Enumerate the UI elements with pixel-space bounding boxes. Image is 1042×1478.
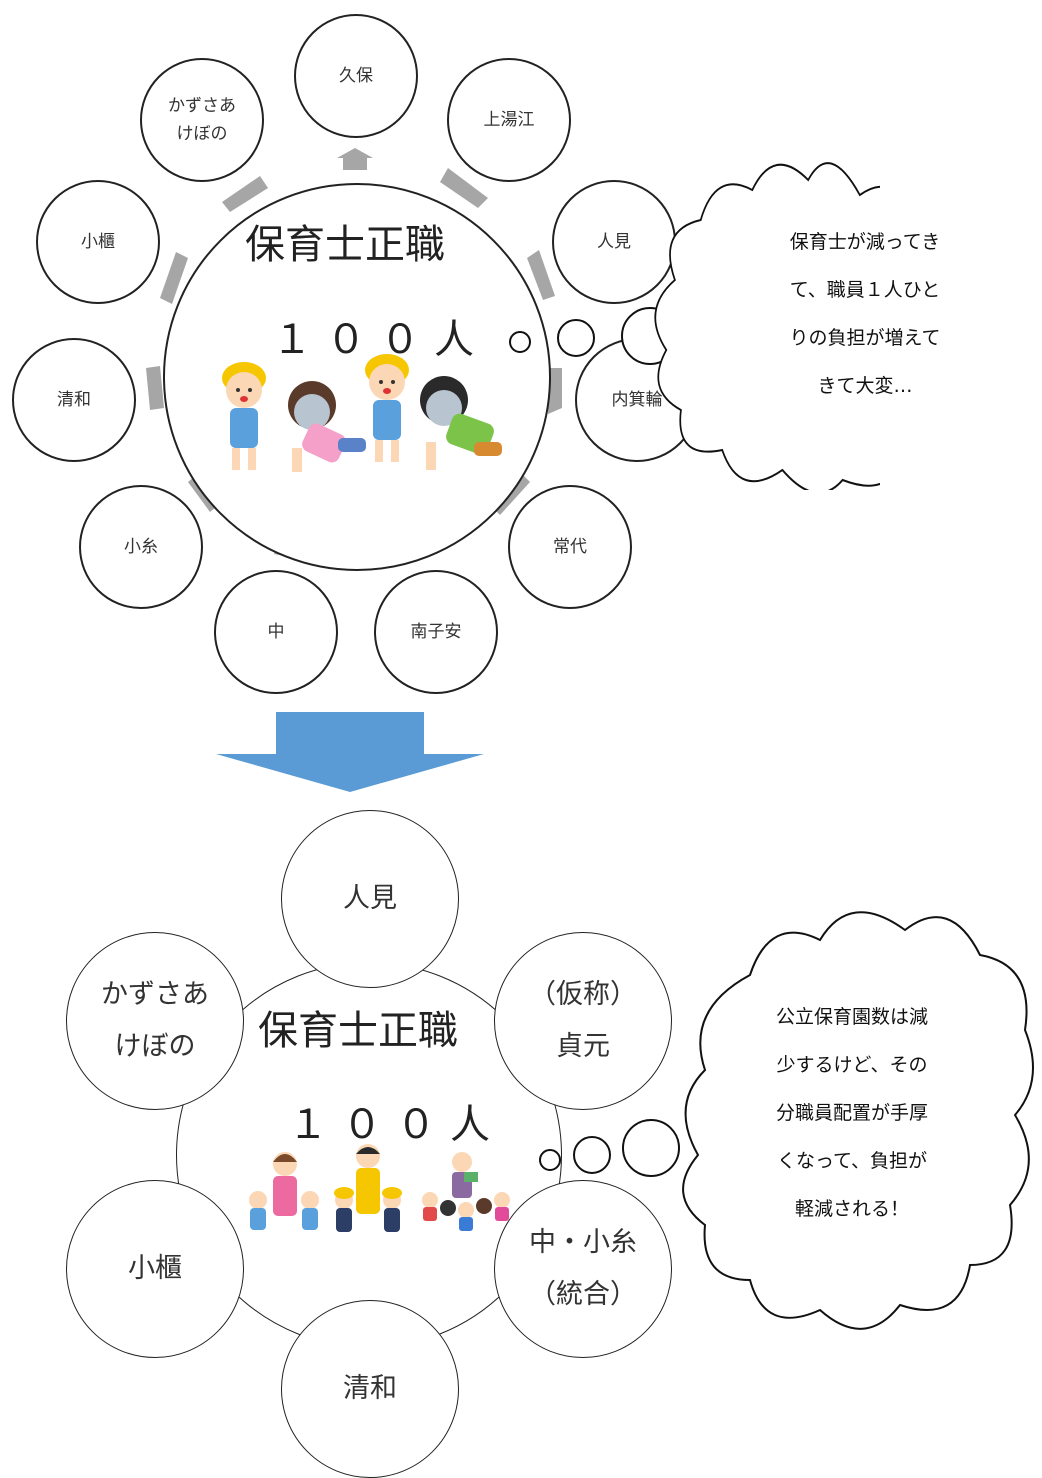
center-label: 内箕輪: [611, 390, 663, 410]
bottom-thought-text: 公立保育園数は減 少するけど、その 分職員配置が手厚 くなって、負担が 軽減され…: [775, 1006, 928, 1220]
center-label: 南子安: [410, 622, 462, 642]
center-label: 人見: [597, 232, 631, 252]
center-hitomi: 人見: [552, 180, 676, 304]
arrow-to-uchiminowa: [548, 368, 562, 414]
center-minamikoyasu: 南子安: [374, 570, 498, 694]
arrow-to-seiwa: [146, 366, 164, 410]
center-seiwa-new: 清和: [281, 1300, 459, 1478]
happy-children-teachers-icon: [249, 1144, 510, 1232]
center-label: 清和: [57, 390, 91, 410]
center-kazusa-akebono-new: かずさあ けぼの: [66, 932, 244, 1110]
arrow-to-hitomi: [527, 250, 555, 300]
center-koito: 小糸: [79, 485, 203, 609]
top-thought-bubble: [509, 162, 880, 490]
center-label: 小櫃: [81, 232, 115, 252]
arrow-to-obitsu: [160, 252, 188, 304]
top-count: １００人: [272, 317, 488, 363]
arrow-to-kamiyue: [440, 168, 488, 208]
center-tokiyo: 常代: [508, 485, 632, 609]
top-title: 保育士正職: [245, 222, 445, 268]
center-label: 常代: [553, 537, 587, 557]
center-obitsu-new: 小櫃: [66, 1180, 244, 1358]
center-obitsu: 小櫃: [36, 180, 160, 304]
center-kamiyue: 上湯江: [447, 58, 571, 182]
center-label: 人見: [343, 883, 397, 914]
center-label: 清和: [343, 1373, 397, 1404]
down-arrow-icon: [216, 712, 484, 792]
center-label: （仮称） 貞元: [529, 979, 637, 1062]
center-label: 上湯江: [483, 110, 535, 130]
center-kazusa-akebono: かずさあ けぼの: [140, 58, 264, 182]
tired-children-icon: [222, 354, 502, 472]
top-thought-text: 保育士が減ってき て、職員１人ひと りの負担が増えて きて大変…: [789, 231, 941, 397]
bottom-count: １００人: [288, 1102, 504, 1148]
arrow-to-kubo: [337, 148, 373, 170]
center-label: 久保: [339, 66, 373, 86]
bottom-title: 保育士正職: [258, 1008, 458, 1054]
center-naka-koito-merged: 中・小糸 （統合）: [494, 1180, 672, 1358]
center-sadamoto-new: （仮称） 貞元: [494, 932, 672, 1110]
center-kubo: 久保: [294, 14, 418, 138]
center-label: 小櫃: [128, 1253, 182, 1284]
center-hitomi-new: 人見: [281, 810, 459, 988]
bottom-thought-bubble: [539, 911, 1034, 1330]
center-naka: 中: [214, 570, 338, 694]
arrow-to-kazusa: [222, 176, 268, 212]
center-label: 小糸: [124, 537, 158, 557]
center-label: かずさあ けぼの: [101, 979, 209, 1062]
center-label: 中: [267, 622, 285, 642]
center-seiwa: 清和: [12, 338, 136, 462]
center-label: かずさあ けぼの: [168, 96, 236, 144]
center-label: 中・小糸 （統合）: [529, 1227, 637, 1310]
